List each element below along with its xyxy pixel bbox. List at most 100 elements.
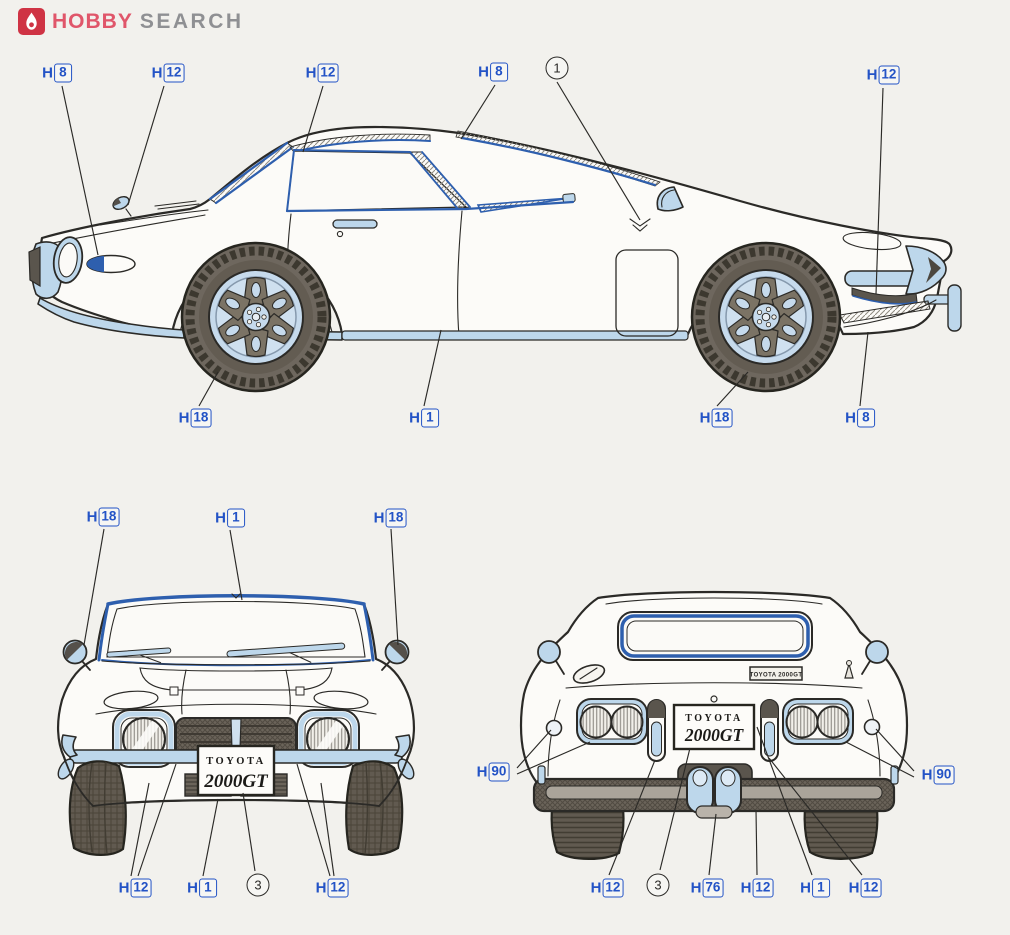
callout-prefix: H <box>699 409 711 427</box>
front-view-drawing: TOYOTA 2000GT <box>57 593 415 856</box>
callout-number: 1 <box>811 878 830 898</box>
part-callout-3-rear: 3 <box>646 873 670 897</box>
reflector-left <box>545 719 563 737</box>
rear-window <box>617 611 813 661</box>
rear-valance-side <box>839 299 937 328</box>
rear-view-drawing: TOYOTA 2000GT <box>519 590 909 860</box>
callout-number: 18 <box>385 508 407 528</box>
roof-drip-trim <box>289 133 431 153</box>
callout-number: 76 <box>702 878 724 898</box>
front-tire-left <box>68 760 127 856</box>
callout-prefix: H <box>921 766 933 784</box>
tail-crease <box>842 231 902 251</box>
wiper-right <box>226 642 346 663</box>
callout-prefix: H <box>86 508 98 526</box>
callout-prefix: H <box>409 409 420 427</box>
fuel-filler-cap <box>656 186 684 212</box>
side-marker-left <box>537 765 546 785</box>
cowl-panel <box>139 667 333 696</box>
callout-prefix: H <box>740 879 752 897</box>
callout-number: 1 <box>420 408 439 428</box>
callout-number: 1 <box>226 508 245 528</box>
headlight-cover-side <box>52 236 84 284</box>
callout-number: 12 <box>327 878 349 898</box>
front-tire-right <box>345 760 404 856</box>
rear-plate-line2: 2000GT <box>684 725 745 745</box>
callout-number: 12 <box>860 878 882 898</box>
callout-number: 90 <box>933 765 955 785</box>
callout-prefix: H <box>690 879 702 897</box>
turn-signal-right <box>397 758 415 780</box>
callout-prefix: H <box>476 763 488 781</box>
front-bumper-nose <box>28 241 64 300</box>
callout-prefix: H <box>315 879 327 897</box>
side-marker-right <box>890 765 899 785</box>
logo-word-search: SEARCH <box>139 9 244 33</box>
fender-mirror-front-right <box>381 639 410 671</box>
part-callout-3-front: 3 <box>246 873 270 897</box>
taillight-right <box>782 698 854 745</box>
callout-number: 12 <box>317 63 339 83</box>
windshield-front <box>97 593 375 667</box>
trunk-badge-text: TOYOTA 2000GT <box>750 673 803 679</box>
rear-wheel <box>692 243 840 391</box>
callout-number: 12 <box>752 878 774 898</box>
front-plate-line2: 2000GT <box>203 771 269 792</box>
fender-emblem <box>629 218 651 232</box>
callout-prefix: H <box>305 64 317 82</box>
door-handle <box>332 219 378 238</box>
callout-number: 8 <box>856 408 875 428</box>
callout-number: 8 <box>489 62 508 82</box>
callout-prefix: H <box>373 509 385 527</box>
front-wheel <box>182 243 330 391</box>
mirror-rear-left <box>537 640 565 675</box>
callout-number: 12 <box>130 878 152 898</box>
callout-number: 12 <box>163 63 185 83</box>
callout-prefix: H <box>178 409 190 427</box>
callout-prefix: H <box>151 64 163 82</box>
callout-prefix: H <box>848 879 860 897</box>
taillight-left <box>576 698 648 745</box>
callout-number: 8 <box>53 63 72 83</box>
wiper-left <box>106 647 172 664</box>
turn-signal-left <box>57 758 75 780</box>
exhaust-pipes <box>686 766 742 819</box>
backup-lamp-left <box>647 699 666 762</box>
callout-prefix: H <box>845 409 856 427</box>
side-view-drawing <box>28 125 962 391</box>
callout-prefix: H <box>866 66 878 84</box>
rear-glass-band <box>455 130 661 187</box>
backup-lamp-right <box>760 699 779 762</box>
callout-number: 12 <box>602 878 624 898</box>
rear-license-plate: TOYOTA 2000GT <box>672 703 756 751</box>
part-callout-1: 1 <box>545 56 569 80</box>
fender-mirror-side <box>112 196 132 217</box>
callout-prefix: H <box>800 879 811 897</box>
rear-bumper-side <box>844 270 920 305</box>
hobbysearch-watermark: HOBBY SEARCH <box>18 8 244 35</box>
trunk-badge: TOYOTA 2000GT <box>749 666 803 681</box>
front-plate-line1: TOYOTA <box>206 756 266 767</box>
mirror-rear-right <box>861 640 889 675</box>
rear-plate-line1: TOYOTA <box>685 713 742 724</box>
callout-prefix: H <box>118 879 130 897</box>
